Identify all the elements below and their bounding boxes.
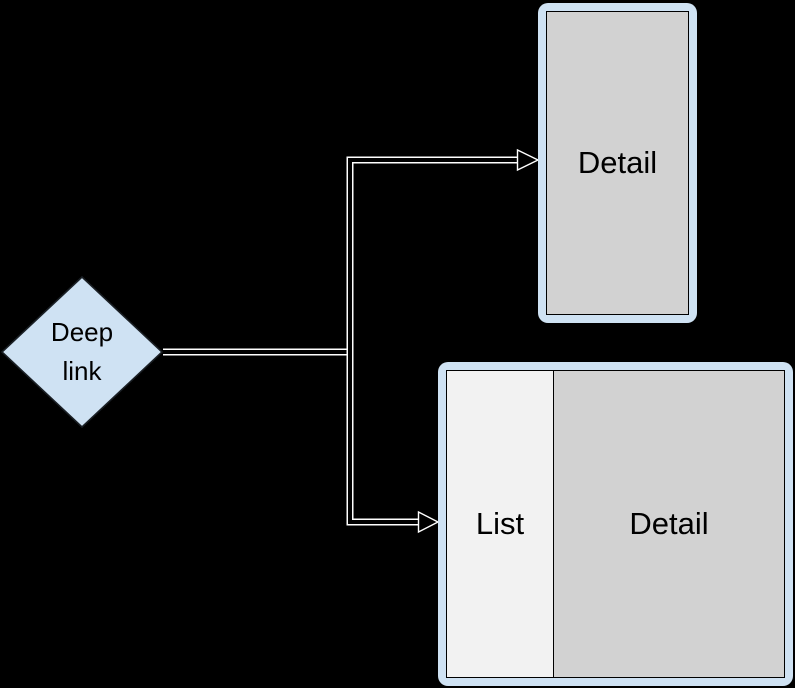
list-detail-screen-panel: List Detail xyxy=(446,370,785,678)
arrowhead-icon xyxy=(417,510,440,534)
detail-screen-frame: Detail xyxy=(538,3,697,323)
deep-link-label-line1: Deep xyxy=(50,317,114,347)
detail-screen-label: Detail xyxy=(577,145,658,180)
list-pane: List xyxy=(447,371,554,677)
list-pane-label: List xyxy=(475,506,525,541)
deep-link-label: Deep link xyxy=(2,277,162,427)
deep-link-label-line2: link xyxy=(62,356,102,386)
detail-pane-label: Detail xyxy=(629,506,709,541)
detail-screen-panel: Detail xyxy=(546,11,689,315)
deep-link-node-shape xyxy=(0,275,164,429)
arrowhead-icon xyxy=(516,148,540,172)
detail-pane: Detail xyxy=(554,371,784,677)
list-detail-screen-frame: List Detail xyxy=(438,362,793,686)
connector-branches-core xyxy=(348,158,518,524)
